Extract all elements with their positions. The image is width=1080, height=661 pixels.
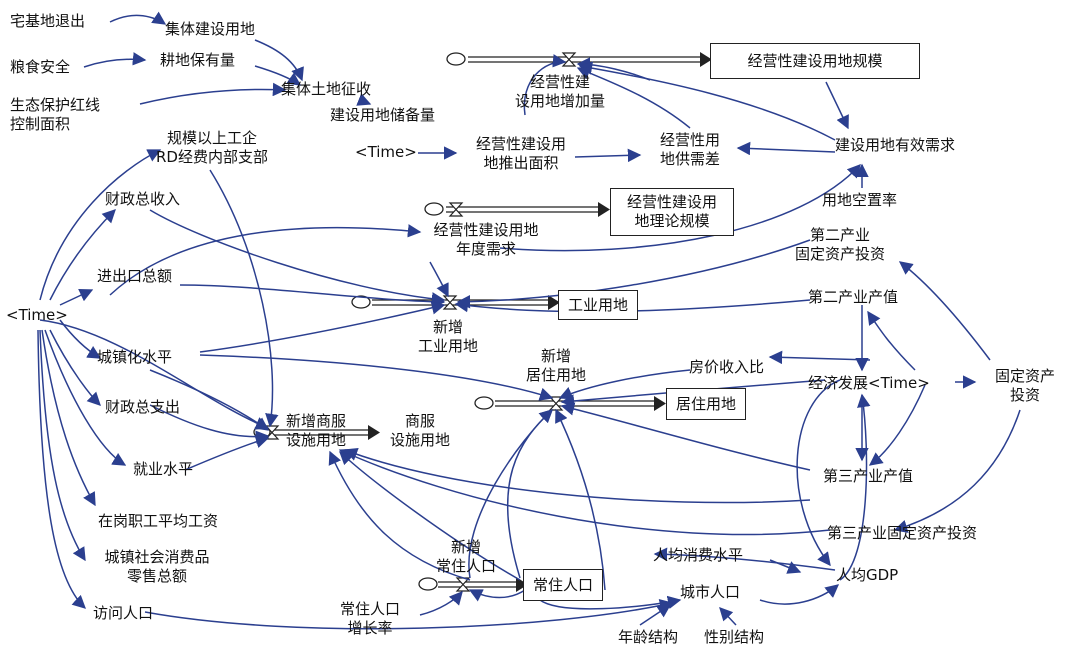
stock-gongye: 工业用地 <box>558 290 638 320</box>
var-niandu-xuqiu: 经营性建设用地 年度需求 <box>433 221 539 258</box>
var-gongzi: 在岗职工平均工资 <box>98 512 219 530</box>
cloud-icon <box>474 396 494 410</box>
flow-pipe-shangfu <box>270 429 370 436</box>
var-jinchukou: 进出口总额 <box>97 267 173 285</box>
var-jingji: 经济发展<Time> <box>808 374 930 392</box>
var-xinzeng-gongye: 新增 工业用地 <box>417 318 479 355</box>
var-xinzeng-juzhu: 新增 居住用地 <box>525 347 587 384</box>
stock-changzhu: 常住人口 <box>523 569 603 601</box>
var-shangfu-label: 商服 设施用地 <box>389 412 451 449</box>
var-jitizhengshou: 集体土地征收 <box>281 80 372 98</box>
var-san-chanzhi: 第三产业产值 <box>823 467 914 485</box>
var-fangjia: 房价收入比 <box>689 358 765 376</box>
var-gengdi: 耕地保有量 <box>160 51 236 69</box>
valve-icon <box>442 295 458 310</box>
var-san-touzi: 第三产业固定资产投资 <box>827 524 978 542</box>
var-caizheng-zhi: 财政总支出 <box>105 398 181 416</box>
var-chubei: 建设用地储备量 <box>330 106 436 124</box>
flow-pipe-guimo <box>468 56 700 63</box>
stock-lilun: 经营性建设用 地理论规模 <box>610 188 734 236</box>
var-renjun-xiaofei: 人均消费水平 <box>653 546 744 564</box>
var-kongzhi: 用地空置率 <box>822 191 898 209</box>
var-xinzeng-changzhu: 新增 常住人口 <box>435 538 497 575</box>
valve-icon <box>548 396 564 411</box>
var-er-touzi: 第二产业 固定资产投资 <box>794 226 886 263</box>
var-time-top: <Time> <box>355 143 417 161</box>
stock-guimo: 经营性建设用地规模 <box>710 43 920 79</box>
cloud-icon <box>418 577 438 591</box>
var-gongxucha: 经营性用 地供需差 <box>659 131 721 168</box>
var-caizheng-shou: 财政总收入 <box>105 190 181 208</box>
flow-pipe-juzhu <box>495 400 655 407</box>
var-guimo-rd: 规模以上工企 RD经费内部支部 <box>156 129 268 166</box>
var-jiti: 集体建设用地 <box>165 20 256 38</box>
var-xiaofei: 城镇社会消费品 零售总额 <box>104 548 210 585</box>
information-links <box>37 11 1021 630</box>
var-chengshi-renkou: 城市人口 <box>680 583 741 601</box>
valve-icon <box>561 52 577 67</box>
var-xinzeng-shangfu: 新增商服 设施用地 <box>285 412 347 449</box>
cloud-icon <box>424 202 444 216</box>
flow-pipe-lilun <box>446 206 600 213</box>
var-chengzhenhua: 城镇化水平 <box>97 348 173 366</box>
var-er-chanzhi: 第二产业产值 <box>808 288 899 306</box>
flow-arrowheads <box>368 52 712 592</box>
var-zengzhanglv: 常住人口 增长率 <box>339 600 401 637</box>
cloud-icon <box>446 52 466 66</box>
var-time-left: <Time> <box>6 306 68 324</box>
flow-pipe-changzhu <box>438 581 518 588</box>
var-jiuye: 就业水平 <box>133 460 194 478</box>
var-guding-touzi: 固定资产 投资 <box>994 367 1056 404</box>
var-fangwen: 访问人口 <box>93 604 154 622</box>
var-zengjia: 经营性建 设用地增加量 <box>514 73 606 110</box>
var-renjun-gdp: 人均GDP <box>836 566 899 584</box>
var-xingbie: 性别结构 <box>704 628 765 646</box>
var-nianling: 年龄结构 <box>618 628 679 646</box>
var-zhaijidi: 宅基地退出 <box>10 12 86 30</box>
var-tuichu: 经营性建设用 地推出面积 <box>475 135 567 172</box>
var-xuqiu: 建设用地有效需求 <box>835 136 956 154</box>
var-shengtai: 生态保护红线 控制面积 <box>10 96 101 133</box>
cloud-icon <box>351 295 371 309</box>
var-liangshi: 粮食安全 <box>10 58 71 76</box>
stock-juzhu: 居住用地 <box>666 388 746 420</box>
valve-icon <box>448 202 464 217</box>
